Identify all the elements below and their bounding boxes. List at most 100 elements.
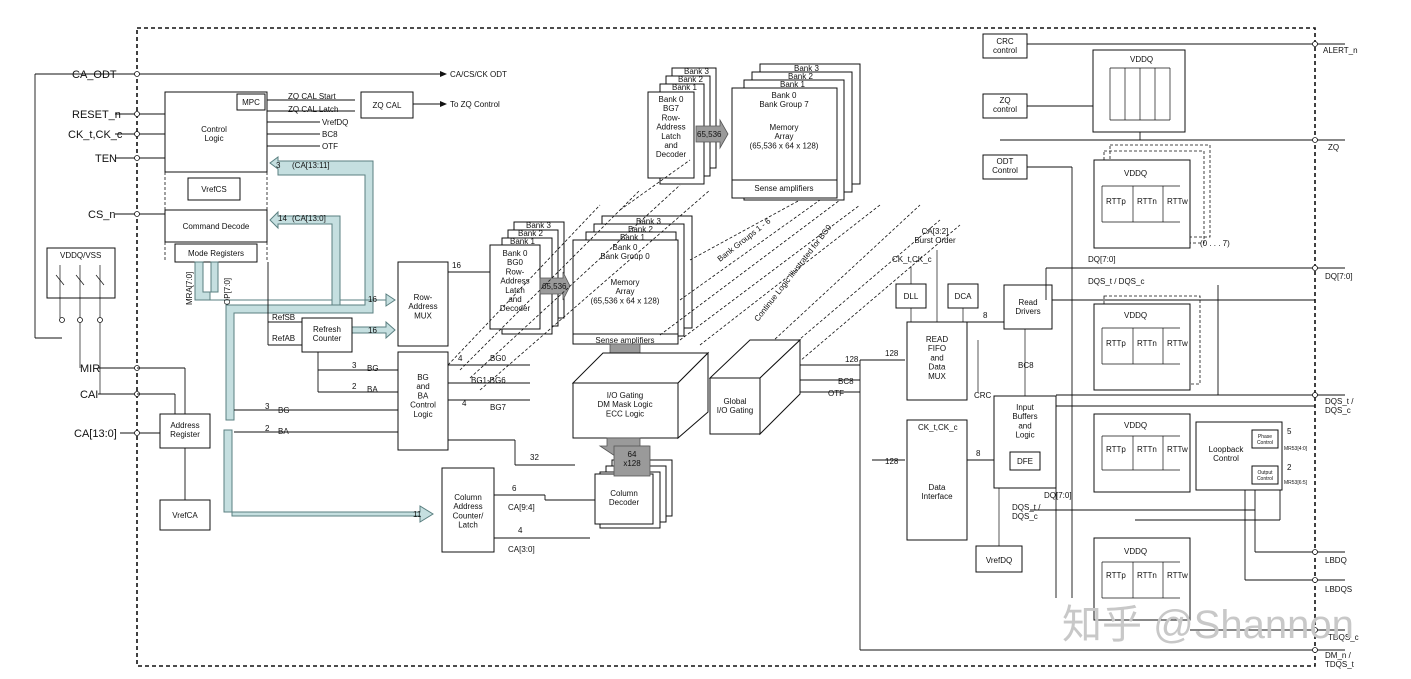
pin-cai: CAI [80, 389, 98, 401]
mr53-label: MR53[4:0] [1284, 446, 1308, 452]
loop-n5: 5 [1287, 427, 1292, 436]
refab-label: RefAB [272, 334, 295, 343]
ba-label: BA [367, 385, 378, 394]
bus-n16b: 16 [368, 326, 377, 335]
vrefdq-b-label: VrefDQ [986, 556, 1012, 565]
vdd-vss-box: VDDQ/VSS [46, 247, 116, 394]
n8b: 8 [976, 449, 981, 458]
ck-label-b: CK_t,CK_c [918, 423, 958, 432]
vrefca-label: VrefCA [172, 511, 198, 520]
bg0-n65536: 65,536 [542, 282, 567, 291]
odt1-rttw: RTTw [1167, 197, 1188, 206]
odt1-rttn: RTTn [1137, 197, 1157, 206]
n128a: 128 [845, 355, 859, 364]
n8a: 8 [983, 311, 988, 320]
odt-stack-dq: VDDQ RTTp RTTn RTTw (0 . . . 7) [1093, 144, 1230, 249]
odt3-rttw: RTTw [1167, 445, 1188, 454]
bg7-mem-bank3: Bank 3 [794, 64, 819, 73]
odt3-vddq: VDDQ [1124, 421, 1147, 430]
odt-stack-dqs: VDDQ RTTp RTTn RTTw [1093, 295, 1201, 391]
dqs-label-b: DQS_t /DQS_c [1012, 503, 1041, 521]
pin-dm-n: DM_n /TDQS_t [1325, 651, 1355, 669]
col-ca-9-4: CA[9:4] [508, 503, 535, 512]
odt4-vddq: VDDQ [1124, 547, 1147, 556]
refsb-label: RefSB [272, 313, 295, 322]
bg7-sense-amps: Sense amplifiers [754, 184, 813, 193]
bg0-bank1: Bank 1 [510, 237, 535, 246]
bg0-mem-bank3: Bank 3 [636, 217, 661, 226]
pin-ck: CK_t,CK_c [68, 129, 123, 141]
control-outputs: ZQ CAL Start ZQ CAL Latch VrefDQ BC8 OTF… [267, 70, 507, 151]
pin-reset-n: RESET_n [72, 109, 121, 121]
odt-stack-tdqs: VDDQ RTTp RTTn RTTw [1093, 537, 1191, 621]
crc-label: CRC [974, 391, 992, 400]
odt3-rttp: RTTp [1106, 445, 1126, 454]
dca-label: DCA [955, 292, 973, 301]
bg0-label: BG0 [490, 354, 507, 363]
bg0-bank3: Bank 3 [526, 221, 551, 230]
loop-n2: 2 [1287, 463, 1292, 472]
mr53b-label: MR53[6:5] [1284, 480, 1308, 486]
odt2-rttw: RTTw [1167, 339, 1188, 348]
n128b: 128 [885, 349, 899, 358]
command-decode-label: Command Decode [183, 222, 250, 231]
pin-dq: DQ[7:0] [1325, 272, 1353, 281]
bus-ca-13-11: (CA[13:11] [292, 161, 330, 170]
bg7-mem-bank2: Bank 2 [788, 72, 813, 81]
bg-n3: 3 [352, 361, 357, 370]
pin-alert-n: ALERT_n [1323, 46, 1358, 55]
bg0-bank2: Bank 2 [518, 229, 543, 238]
dq-label-b: DQ[7:0] [1044, 491, 1072, 500]
odt2-rttp: RTTp [1106, 339, 1126, 348]
zq-cal-start: ZQ CAL Start [288, 92, 336, 101]
to-zq-control: To ZQ Control [450, 100, 500, 109]
odt3-rttn: RTTn [1137, 445, 1157, 454]
pin-tdqs-c: TDQS_c [1328, 633, 1359, 642]
vdd-vss-label: VDDQ/VSS [60, 251, 101, 260]
pin-ca: CA[13:0] [74, 428, 117, 440]
pin-zq: ZQ [1328, 143, 1339, 152]
bus-n3: 3 [276, 161, 281, 170]
bg-n3-b: 3 [265, 402, 270, 411]
bc8-label: BC8 [322, 130, 338, 139]
bg0-mem-bank2: Bank 2 [628, 225, 653, 234]
vrefdq-label: VrefDQ [322, 118, 348, 127]
odt4-rttp: RTTp [1106, 571, 1126, 580]
odt-stack-lbdq: VDDQ RTTp RTTn RTTw [1093, 413, 1191, 493]
bg7-mem-bank1: Bank 1 [780, 80, 805, 89]
col-n6: 6 [512, 484, 517, 493]
bc8-b: BC8 [838, 377, 854, 386]
bg1-bg6-label: BG1-BG6 [471, 376, 506, 385]
otf-label: OTF [322, 142, 338, 151]
bus-ca-13-0: (CA[13:0] [292, 214, 326, 223]
ba-n2: 2 [352, 382, 357, 391]
ca-3-2: CA[3:2]Burst Order [914, 227, 956, 245]
odt4-rttw: RTTw [1167, 571, 1188, 580]
bg7-bank3: Bank 3 [684, 67, 709, 76]
odt1-rttp: RTTp [1106, 197, 1126, 206]
dq-label: DQ[7:0] [1088, 255, 1116, 264]
odt4-rttn: RTTn [1137, 571, 1157, 580]
vrefcs-label: VrefCS [201, 185, 227, 194]
